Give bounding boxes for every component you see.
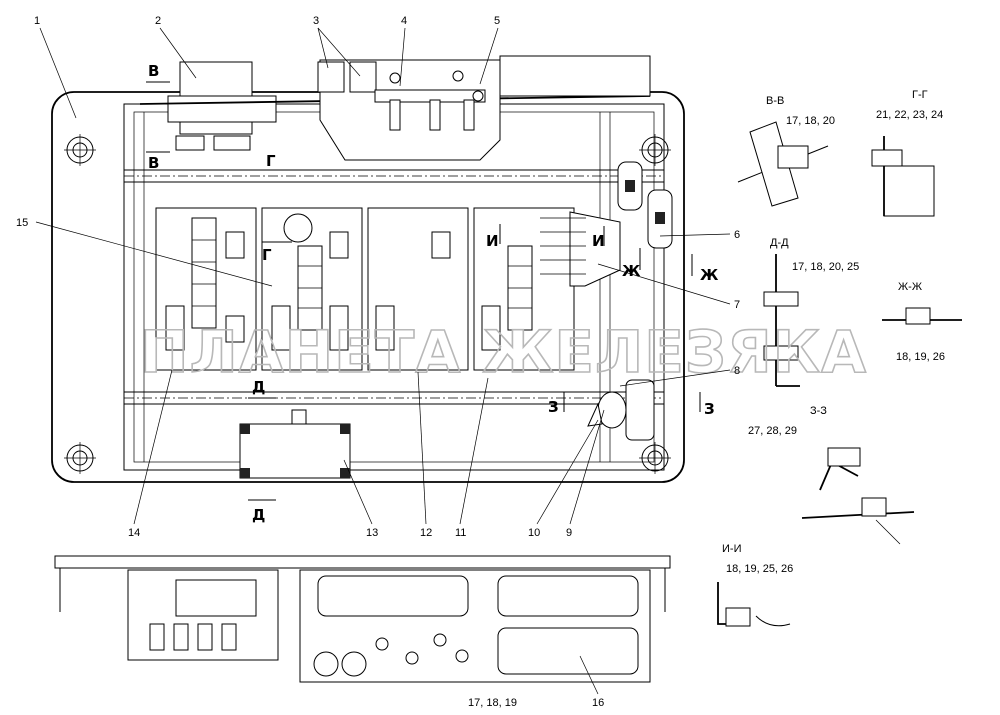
mark-v-top: В (148, 62, 159, 80)
callout-16: 16 (592, 697, 604, 709)
section-zz-parts: 27, 28, 29 (748, 425, 797, 437)
relay-board (473, 207, 621, 371)
detail-zhzh (882, 307, 962, 325)
callout-2: 2 (155, 15, 161, 27)
section-zhzh-parts: 18, 19, 26 (896, 351, 945, 363)
callout-8: 8 (734, 365, 740, 377)
terminal-strip (317, 55, 651, 161)
section-zz-title: З-З (810, 405, 827, 417)
relay-board (155, 207, 257, 371)
detail-gg (871, 136, 935, 217)
section-vv-title: В-В (766, 95, 784, 107)
mark-z-left: З (548, 398, 559, 416)
callout-11: 11 (455, 527, 466, 539)
bottom-parts-label: 17, 18, 19 (468, 697, 517, 709)
relay-board (367, 207, 469, 371)
mark-zh-left: Ж (622, 262, 641, 280)
detail-ii (717, 582, 791, 627)
callout-5: 5 (494, 15, 500, 27)
section-vv-parts: 17, 18, 20 (786, 115, 835, 127)
section-dd-title: Д-Д (770, 237, 789, 249)
mark-v-bottom: В (148, 154, 159, 172)
indicator-lamp (587, 379, 655, 441)
callout-4: 4 (401, 15, 407, 27)
section-ii-parts: 18, 19, 25, 26 (726, 563, 793, 575)
mark-g-top: Г (266, 152, 276, 170)
section-gg-title: Г-Г (912, 89, 928, 101)
callout-9: 9 (566, 527, 572, 539)
callout-12: 12 (420, 527, 432, 539)
relay-board (261, 207, 363, 371)
mark-zh-right: Ж (700, 266, 719, 284)
section-dd-parts: 17, 18, 20, 25 (792, 261, 859, 273)
connector (617, 161, 673, 249)
detail-dd (763, 254, 800, 387)
mark-i-left: И (486, 232, 499, 250)
side-view (54, 555, 671, 683)
watermark: ПЛАНЕТА ЖЕЛЕЗЯКА (140, 318, 867, 386)
callout-7: 7 (734, 299, 740, 311)
detail-vv (737, 121, 829, 207)
leader-lines (35, 27, 731, 695)
section-ii-title: И-И (722, 543, 741, 555)
mounting-hole (639, 134, 671, 166)
mark-d-top: Д (252, 378, 265, 396)
detail-zz (801, 447, 915, 545)
section-zhzh-title: Ж-Ж (898, 281, 922, 293)
mark-g-bottom: Г (262, 246, 272, 264)
callout-6: 6 (734, 229, 740, 241)
mark-i-right: И (592, 232, 605, 250)
callout-10: 10 (528, 527, 540, 539)
mounting-hole (64, 442, 96, 474)
callout-3: 3 (313, 15, 319, 27)
callout-15: 15 (16, 217, 28, 229)
callout-1: 1 (34, 15, 40, 27)
resistor-bracket (239, 409, 351, 479)
mark-d-bottom: Д (252, 506, 265, 524)
mark-z-right: З (704, 400, 715, 418)
mounting-hole (64, 134, 96, 166)
mounting-hole (639, 442, 671, 474)
section-gg-parts: 21, 22, 23, 24 (876, 109, 943, 121)
callout-13: 13 (366, 527, 378, 539)
section-marks (146, 81, 701, 501)
callout-14: 14 (128, 527, 140, 539)
